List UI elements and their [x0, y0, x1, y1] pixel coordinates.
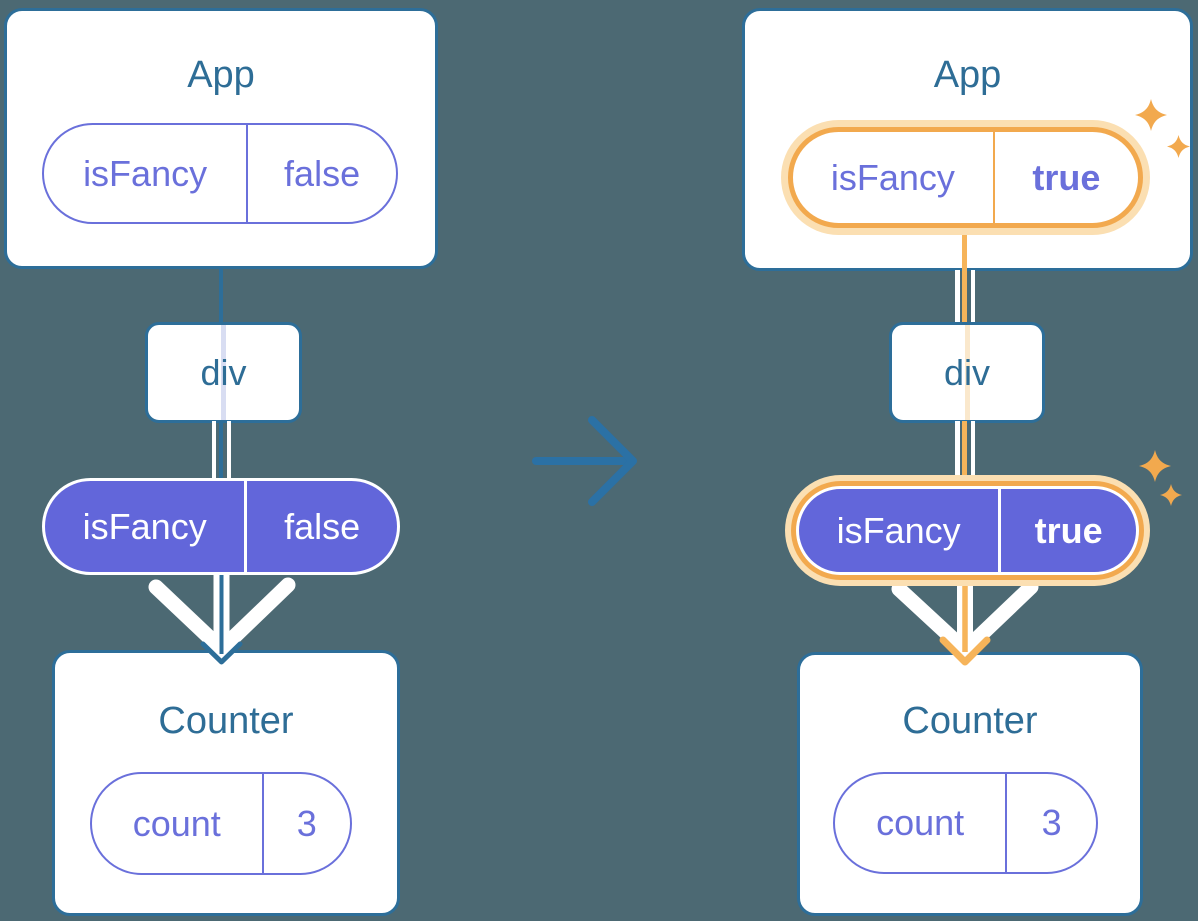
app-card: App isFancy false	[4, 8, 438, 269]
sparkle-icon	[1139, 450, 1171, 482]
prop-flow-line	[226, 421, 231, 479]
prop-value: false	[284, 505, 361, 547]
state-pill: count 3	[833, 772, 1098, 874]
prop-value: true	[1032, 156, 1101, 198]
component-title: Counter	[158, 700, 294, 742]
sparkle-icon	[1160, 484, 1182, 506]
counter-card: Counter count 3	[52, 650, 400, 916]
passed-prop-pill-highlighted: isFancy true	[796, 486, 1139, 575]
passed-prop-pill: isFancy false	[42, 478, 400, 575]
component-title: App	[933, 54, 1002, 96]
app-card: App isFancy true	[742, 8, 1193, 273]
state-name: count	[92, 774, 264, 873]
prop-name: isFancy	[45, 481, 248, 572]
prop-flow-line	[955, 421, 960, 481]
down-arrow-icon	[891, 578, 1039, 666]
prop-pill: isFancy false	[42, 123, 398, 224]
prop-name: isFancy	[799, 489, 1002, 572]
prop-flow-line	[961, 268, 967, 323]
component-title: App	[187, 54, 255, 96]
prop-flow-line	[970, 421, 975, 481]
prop-flow-line	[961, 233, 967, 273]
div-card: div	[889, 322, 1045, 423]
state-value: 3	[1041, 802, 1062, 843]
prop-pill-highlighted: isFancy true	[788, 127, 1143, 228]
element-label: div	[943, 351, 991, 393]
prop-flow-line	[211, 421, 216, 479]
down-arrow-icon	[148, 574, 296, 665]
state-value: 3	[296, 802, 317, 844]
prop-value: false	[284, 152, 361, 194]
prop-flow-line	[961, 421, 967, 485]
prop-value: true	[1034, 509, 1103, 551]
prop-flow-line	[970, 270, 975, 323]
component-title: Counter	[902, 700, 1038, 742]
prop-through-line	[221, 325, 226, 420]
app-to-div-line	[219, 268, 223, 324]
div-card: div	[145, 322, 302, 423]
prop-flow-line	[955, 270, 960, 323]
prop-name: isFancy	[44, 125, 249, 222]
prop-flow-line	[219, 421, 223, 479]
right-arrow-icon	[532, 416, 637, 506]
prop-name: isFancy	[793, 132, 995, 223]
prop-through-line	[964, 325, 970, 420]
state-name: count	[835, 774, 1008, 872]
element-label: div	[200, 351, 247, 393]
state-pill: count 3	[90, 772, 352, 875]
sparkle-icon	[1167, 135, 1190, 158]
sparkle-icon	[1135, 99, 1167, 131]
counter-card: Counter count 3	[797, 652, 1143, 916]
